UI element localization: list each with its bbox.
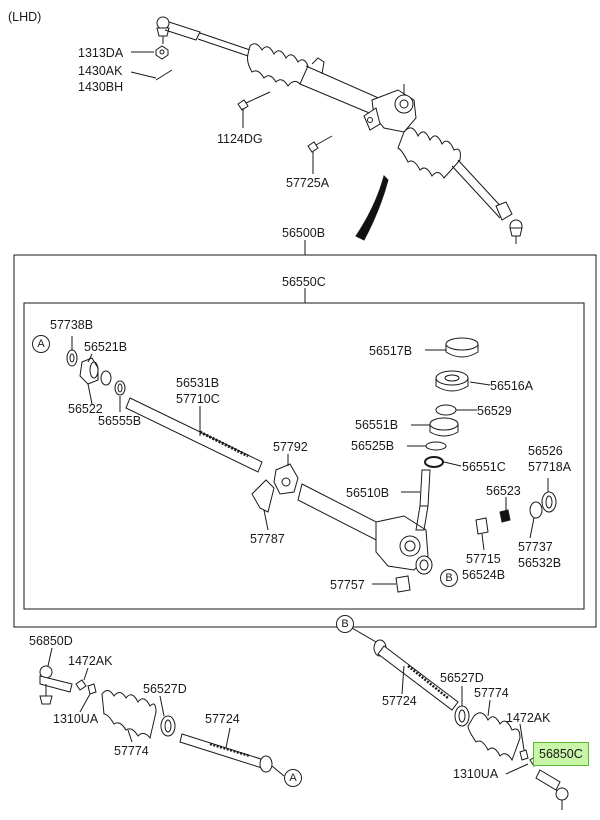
part-label-57724-right[interactable]: 57724 bbox=[382, 694, 417, 708]
part-label-56531B[interactable]: 56531B bbox=[176, 376, 220, 390]
part-label-56850C-highlighted[interactable]: 56850C bbox=[533, 742, 589, 766]
reference-circle-b-2: B bbox=[336, 615, 354, 633]
part-label-56510B[interactable]: 56510B bbox=[346, 486, 390, 500]
part-label-56523[interactable]: 56523 bbox=[486, 484, 521, 498]
steering-gear-assembly-drawing bbox=[156, 16, 523, 244]
left-tie-rod-set-drawings bbox=[39, 665, 285, 777]
part-label-1310UA-left[interactable]: 1310UA bbox=[53, 712, 99, 726]
variant-label: (LHD) bbox=[8, 10, 42, 24]
part-label-1310UA-right[interactable]: 1310UA bbox=[453, 767, 499, 781]
part-label-57710C[interactable]: 57710C bbox=[176, 392, 220, 406]
top-leaders bbox=[130, 51, 314, 174]
part-label-57725A[interactable]: 57725A bbox=[286, 176, 330, 190]
part-label-56550C[interactable]: 56550C bbox=[282, 275, 326, 289]
part-label-56551B[interactable]: 56551B bbox=[355, 418, 399, 432]
reference-circle-b: B bbox=[440, 569, 458, 587]
inner-leaders bbox=[71, 336, 549, 585]
part-label-57724-left[interactable]: 57724 bbox=[205, 712, 240, 726]
part-label-56517B[interactable]: 56517B bbox=[369, 344, 413, 358]
part-label-56522[interactable]: 56522 bbox=[68, 402, 103, 416]
part-label-56551C[interactable]: 56551C bbox=[462, 460, 506, 474]
part-label-1124DG[interactable]: 1124DG bbox=[217, 132, 263, 146]
part-label-56527D-left[interactable]: 56527D bbox=[143, 682, 187, 696]
left-set-leaders bbox=[47, 647, 231, 749]
part-label-57787[interactable]: 57787 bbox=[250, 532, 285, 546]
part-label-1430AK[interactable]: 1430AK bbox=[78, 64, 123, 78]
kit-box-56550C bbox=[23, 302, 585, 610]
reference-circle-a-2: A bbox=[284, 769, 302, 787]
part-label-57774-left[interactable]: 57774 bbox=[114, 744, 149, 758]
part-label-56532B[interactable]: 56532B bbox=[518, 556, 562, 570]
part-label-56500B[interactable]: 56500B bbox=[282, 226, 326, 240]
right-set-leaders bbox=[351, 627, 535, 775]
part-label-57757[interactable]: 57757 bbox=[330, 578, 365, 592]
inner-parts-drawings bbox=[66, 337, 557, 593]
assembly-arrow bbox=[355, 175, 389, 241]
part-label-1472AK-right[interactable]: 1472AK bbox=[506, 711, 551, 725]
part-label-56516A[interactable]: 56516A bbox=[490, 379, 534, 393]
part-label-57737[interactable]: 57737 bbox=[518, 540, 553, 554]
top-fastener-drawings bbox=[155, 45, 333, 153]
reference-circle-a: A bbox=[32, 335, 50, 353]
part-label-1472AK-left[interactable]: 1472AK bbox=[68, 654, 113, 668]
part-label-57774-right[interactable]: 57774 bbox=[474, 686, 509, 700]
part-label-1313DA[interactable]: 1313DA bbox=[78, 46, 124, 60]
part-label-57715[interactable]: 57715 bbox=[466, 552, 501, 566]
part-label-56527D-right[interactable]: 56527D bbox=[440, 671, 484, 685]
part-label-56521B[interactable]: 56521B bbox=[84, 340, 128, 354]
part-label-57718A[interactable]: 57718A bbox=[528, 460, 572, 474]
part-label-56524B[interactable]: 56524B bbox=[462, 568, 506, 582]
part-label-1430BH[interactable]: 1430BH bbox=[78, 80, 124, 94]
part-label-56555B[interactable]: 56555B bbox=[98, 414, 142, 428]
part-label-56850D[interactable]: 56850D bbox=[29, 634, 73, 648]
part-label-56525B[interactable]: 56525B bbox=[351, 439, 395, 453]
part-label-56526[interactable]: 56526 bbox=[528, 444, 563, 458]
part-label-56529[interactable]: 56529 bbox=[477, 404, 512, 418]
part-label-57792[interactable]: 57792 bbox=[273, 440, 308, 454]
part-label-57738B[interactable]: 57738B bbox=[50, 318, 94, 332]
